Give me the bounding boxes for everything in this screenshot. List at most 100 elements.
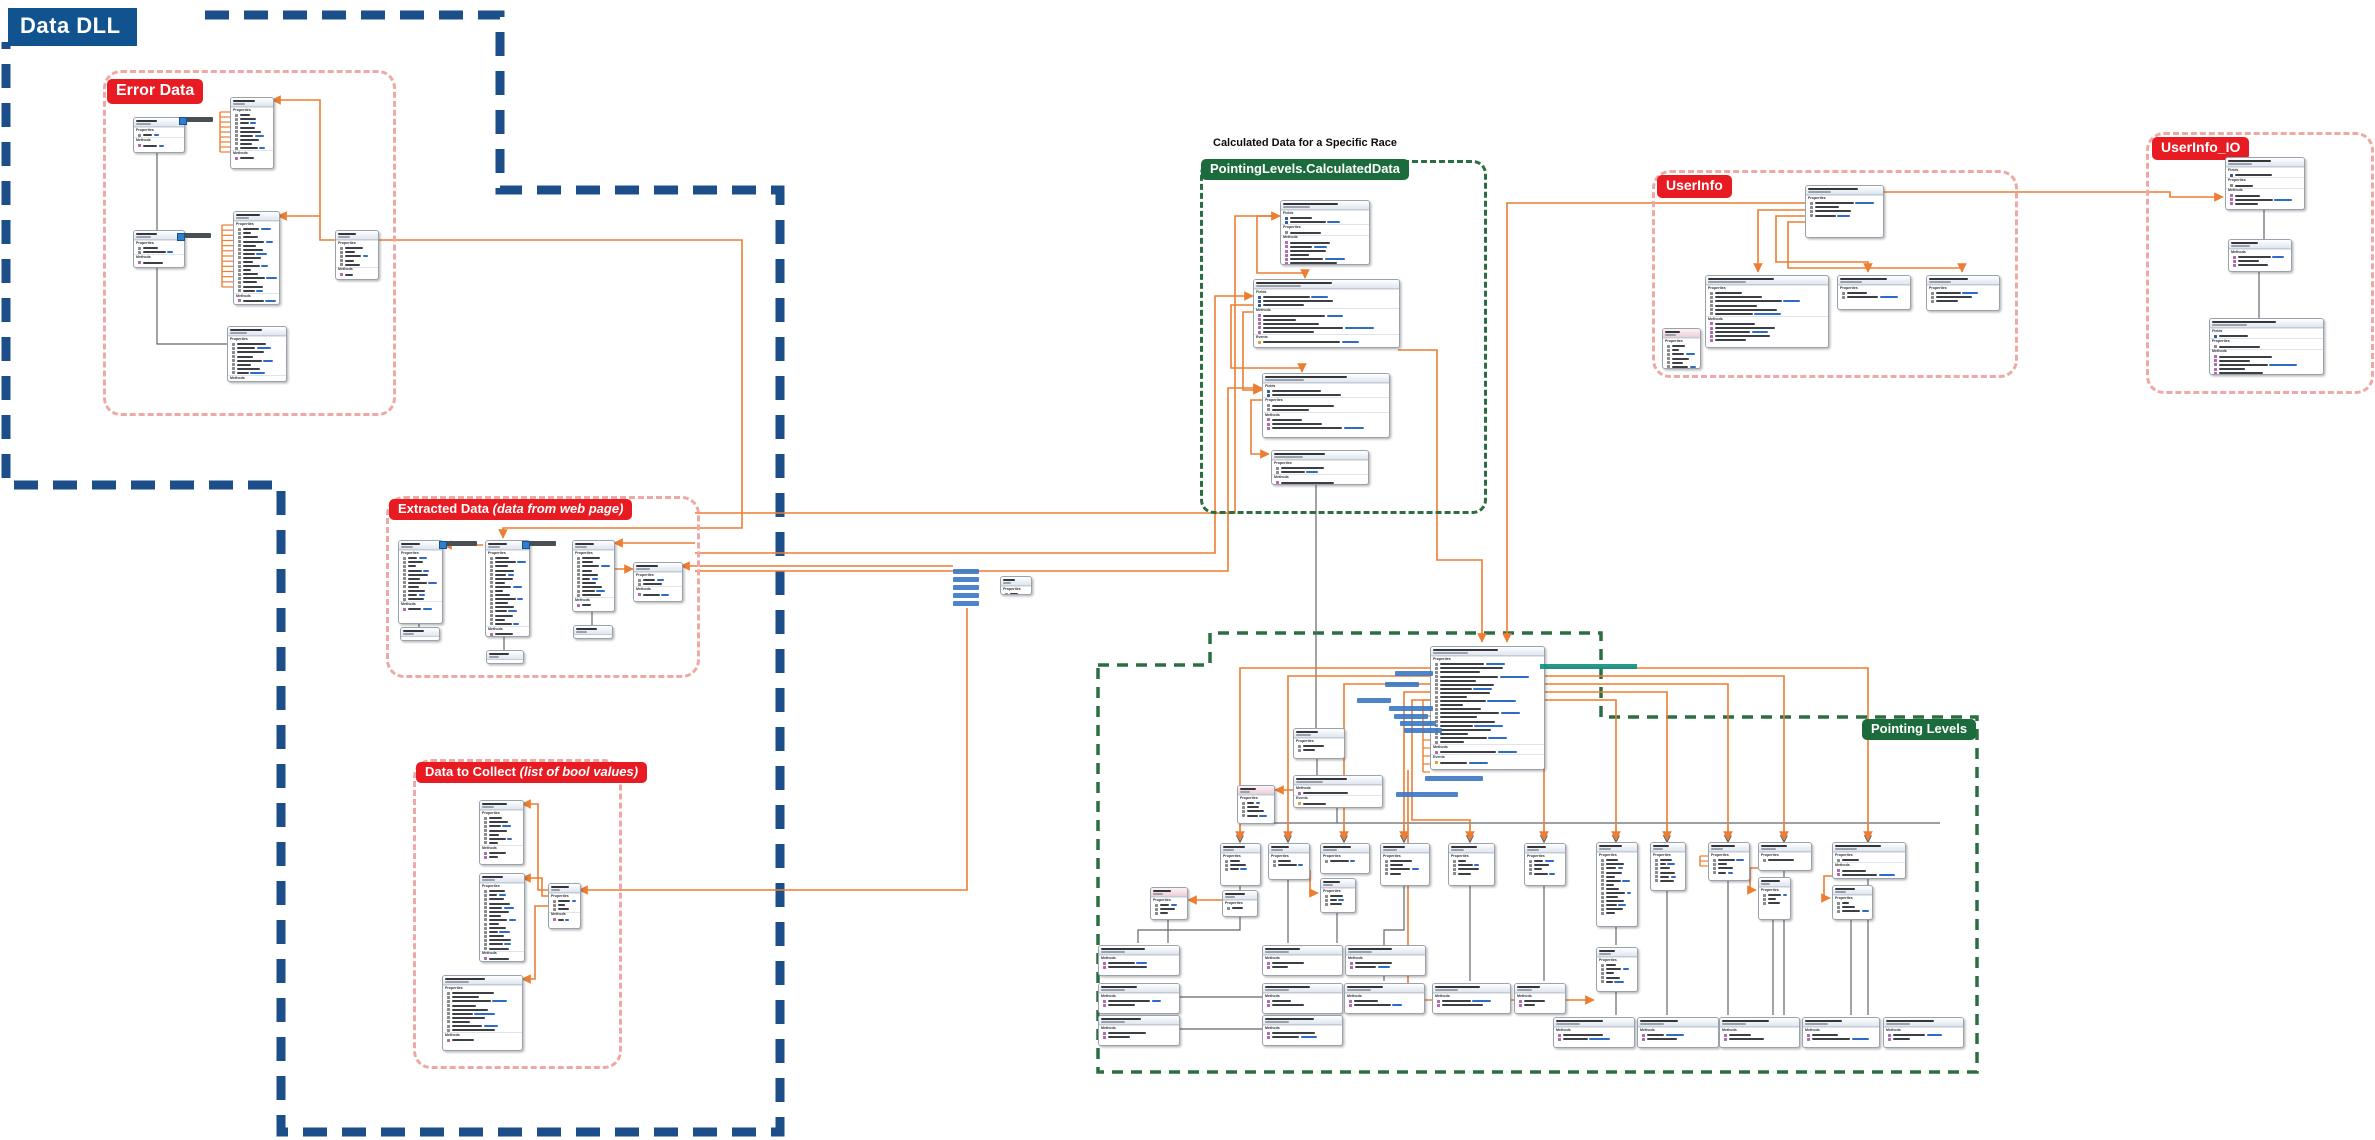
class-box-c5[interactable]: Methods bbox=[1262, 983, 1343, 1014]
class-box-s1[interactable]: Properties bbox=[1150, 887, 1188, 920]
type-link-label[interactable] bbox=[1404, 728, 1442, 733]
member-row bbox=[573, 560, 614, 564]
type-link-label[interactable] bbox=[1395, 671, 1433, 676]
class-box-b4[interactable]: Properties bbox=[1380, 843, 1430, 886]
class-box-m2[interactable]: Properties bbox=[1000, 576, 1032, 595]
class-box-plb[interactable]: Properties bbox=[1293, 728, 1345, 759]
type-link-label[interactable] bbox=[1396, 792, 1458, 797]
class-box-s3[interactable]: Properties bbox=[1320, 878, 1356, 913]
class-box-c2[interactable]: Methods bbox=[1262, 945, 1343, 976]
class-box-b3[interactable]: Properties bbox=[1320, 843, 1370, 874]
member-row bbox=[231, 126, 273, 130]
class-box-c9[interactable]: Methods bbox=[1553, 1017, 1635, 1048]
member-row bbox=[231, 142, 273, 146]
class-box-c11[interactable]: Methods bbox=[1719, 1017, 1800, 1048]
class-box-b5[interactable]: Properties bbox=[1448, 843, 1495, 886]
type-link-label[interactable] bbox=[1400, 721, 1436, 726]
class-box-c8[interactable]: Methods bbox=[1514, 983, 1566, 1014]
class-box-s6[interactable]: Properties bbox=[1596, 947, 1638, 992]
orange-connector bbox=[695, 291, 1254, 554]
propertie-icon bbox=[490, 573, 493, 577]
class-box-x1b[interactable] bbox=[400, 627, 440, 641]
member-row bbox=[1709, 862, 1749, 866]
type-link-label[interactable] bbox=[1425, 776, 1483, 781]
class-box-c4[interactable]: Methods bbox=[1098, 983, 1180, 1014]
class-box-c6[interactable]: Methods bbox=[1344, 983, 1425, 1014]
class-box-u4[interactable]: Properties bbox=[1926, 275, 2000, 311]
method-icon bbox=[340, 273, 343, 277]
class-box-x3b[interactable] bbox=[573, 625, 613, 639]
type-link-label[interactable] bbox=[953, 577, 979, 582]
member-row bbox=[1663, 344, 1700, 348]
type-link-label[interactable] bbox=[953, 601, 979, 606]
compartment-label-methods: Methods bbox=[486, 625, 529, 632]
class-box-s5[interactable]: Properties bbox=[1832, 885, 1873, 920]
orange-connector bbox=[1753, 209, 1805, 273]
class-box-s4[interactable]: Properties bbox=[1758, 877, 1791, 920]
class-box-c13[interactable]: Methods bbox=[1883, 1017, 1964, 1048]
class-box-c7[interactable]: Methods bbox=[1432, 983, 1511, 1014]
member-row bbox=[1706, 312, 1828, 316]
class-box-io2[interactable]: Methods bbox=[2228, 239, 2292, 272]
class-box-b10[interactable]: Properties bbox=[1758, 842, 1812, 871]
class-box-u1[interactable]: Properties bbox=[1805, 185, 1884, 238]
type-link-label[interactable] bbox=[1389, 706, 1433, 711]
member-row bbox=[1651, 871, 1685, 875]
class-box-b8[interactable]: Properties bbox=[1650, 842, 1686, 891]
class-box-x2b[interactable] bbox=[486, 650, 524, 664]
class-box-b7[interactable]: Properties bbox=[1596, 842, 1638, 927]
type-link-label[interactable] bbox=[1385, 682, 1419, 687]
compartment-label-methods: Methods bbox=[134, 137, 184, 143]
propertie-icon bbox=[138, 246, 141, 250]
type-link-label[interactable] bbox=[1394, 714, 1428, 719]
class-box-c14[interactable]: Methods bbox=[1098, 1015, 1180, 1046]
type-link-label[interactable] bbox=[953, 585, 979, 590]
class-box-b1[interactable]: Properties bbox=[1220, 843, 1261, 886]
class-box-c12[interactable]: Methods bbox=[1802, 1017, 1880, 1048]
member-row bbox=[1651, 879, 1685, 883]
class-box-s2[interactable]: Properties bbox=[1222, 890, 1258, 917]
class-box-b2[interactable]: Properties bbox=[1268, 843, 1310, 880]
member-row bbox=[1597, 883, 1637, 887]
class-box-c3[interactable]: Methods bbox=[1345, 945, 1426, 976]
class-box-c15[interactable]: Methods bbox=[1262, 1015, 1343, 1046]
class-box-b9[interactable]: Properties bbox=[1708, 842, 1750, 881]
class-box-c1[interactable]: Methods bbox=[1098, 945, 1180, 976]
type-link-label[interactable] bbox=[953, 593, 979, 598]
type-link-label[interactable] bbox=[1357, 698, 1391, 703]
class-box-u3[interactable]: Properties bbox=[1837, 275, 1911, 310]
class-box-b6[interactable]: Properties bbox=[1524, 843, 1566, 886]
propertie-icon bbox=[490, 564, 493, 568]
compartment-label-methods: Methods bbox=[1272, 474, 1368, 480]
class-box-c10[interactable]: Methods bbox=[1637, 1017, 1719, 1048]
propertie-icon bbox=[403, 564, 406, 568]
class-header bbox=[1294, 729, 1344, 739]
type-link-label[interactable] bbox=[953, 569, 979, 574]
class-box-pls[interactable]: Properties bbox=[1237, 785, 1275, 824]
class-box-u5[interactable]: Properties bbox=[1662, 328, 1701, 369]
